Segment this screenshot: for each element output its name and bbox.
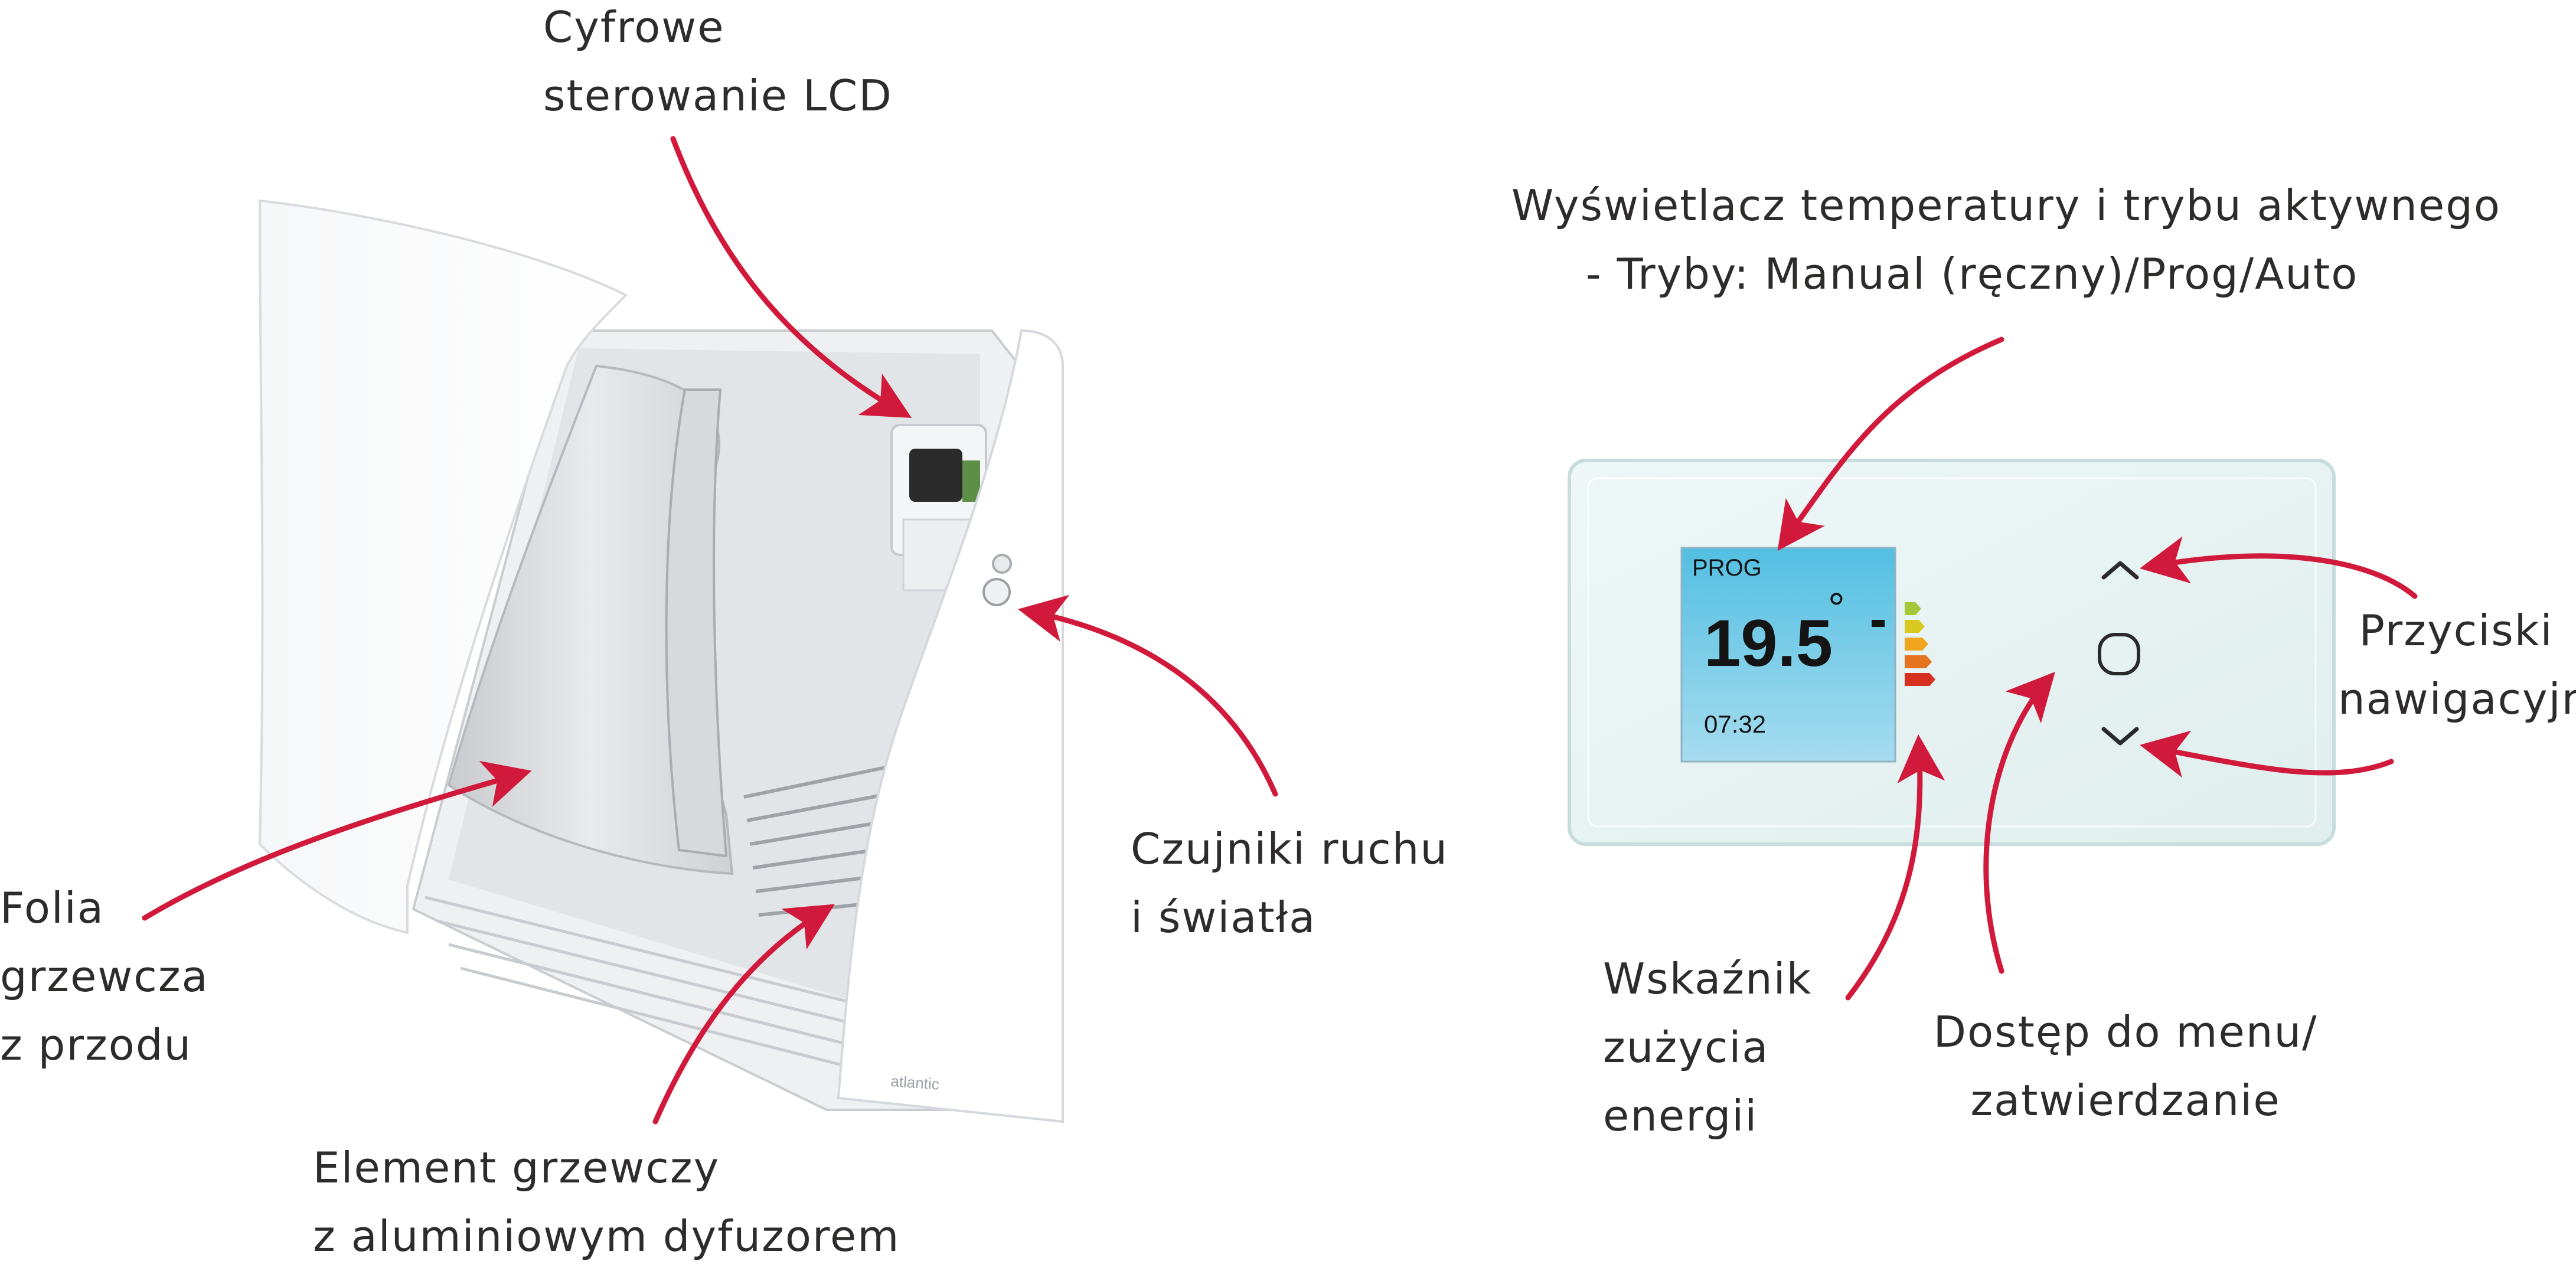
- label-menu-access: Dostęp do menu/ zatwierdzanie: [1933, 1007, 2318, 1125]
- lcd-mode-text: PROG: [1692, 555, 1762, 581]
- energy-bar: [1905, 638, 1928, 651]
- brand-logo: atlantic: [890, 1072, 940, 1093]
- motion-sensor-dot: [992, 554, 1012, 574]
- arrow-temp-display: [1777, 336, 2004, 551]
- label-energy-indicator: Wskaźnik zużycia energii: [1603, 954, 1813, 1141]
- arrow-lcd-control: [670, 136, 912, 419]
- chevron-up-icon[interactable]: [2101, 561, 2139, 580]
- label-temp-display: Wyświetlacz temperatury i trybu aktywneg…: [1511, 181, 2501, 299]
- chevron-down-icon[interactable]: [2101, 727, 2139, 746]
- energy-bar: [1905, 655, 1932, 668]
- energy-bar: [1905, 620, 1925, 633]
- arrow-sensors: [1018, 594, 1278, 797]
- lcd-temperature-text: 19.5: [1704, 606, 1833, 680]
- lcd-screen: [1680, 547, 1896, 763]
- heating-film-panel: [447, 364, 734, 875]
- arrow-nav-up: [2140, 536, 2418, 599]
- annotation-arrows: [142, 136, 2418, 1125]
- arrow-nav-down: [2140, 730, 2394, 778]
- energy-level-marker: [1872, 620, 1885, 627]
- radiator-front-left-cover: [258, 199, 628, 935]
- energy-bar: [1905, 673, 1935, 686]
- energy-bar: [1905, 602, 1921, 615]
- arrow-menu-access: [1983, 671, 2055, 974]
- energy-indicator: [1905, 602, 1935, 686]
- radiator-illustration: atlantic: [258, 199, 1064, 1123]
- arrow-heating-film: [142, 760, 532, 921]
- label-heating-element: Element grzewczy z aluminiowym dyfuzorem: [313, 1143, 900, 1261]
- arrow-energy: [1845, 734, 1945, 1001]
- arrow-heating-element: [652, 904, 835, 1125]
- label-nav-buttons: Przyciski nawigacyjne: [2338, 606, 2576, 724]
- label-lcd-control: Cyfrowe sterowanie LCD: [543, 2, 893, 120]
- radiator-front-right-cover: [837, 329, 1064, 1123]
- lcd-time-text: 07:32: [1704, 710, 1767, 738]
- label-motion-light-sensors: Czujniki ruchu i światła: [1131, 824, 1449, 942]
- light-sensor-dot: [982, 578, 1011, 606]
- lcd-degree-symbol: °: [1828, 585, 1845, 632]
- reflector-tube: [665, 388, 728, 858]
- label-heating-film: Folia grzewcza z przodu: [0, 883, 209, 1070]
- control-panel: [1568, 459, 2336, 846]
- circle-button-icon[interactable]: [2098, 633, 2140, 675]
- bottom-grille: [425, 896, 857, 1067]
